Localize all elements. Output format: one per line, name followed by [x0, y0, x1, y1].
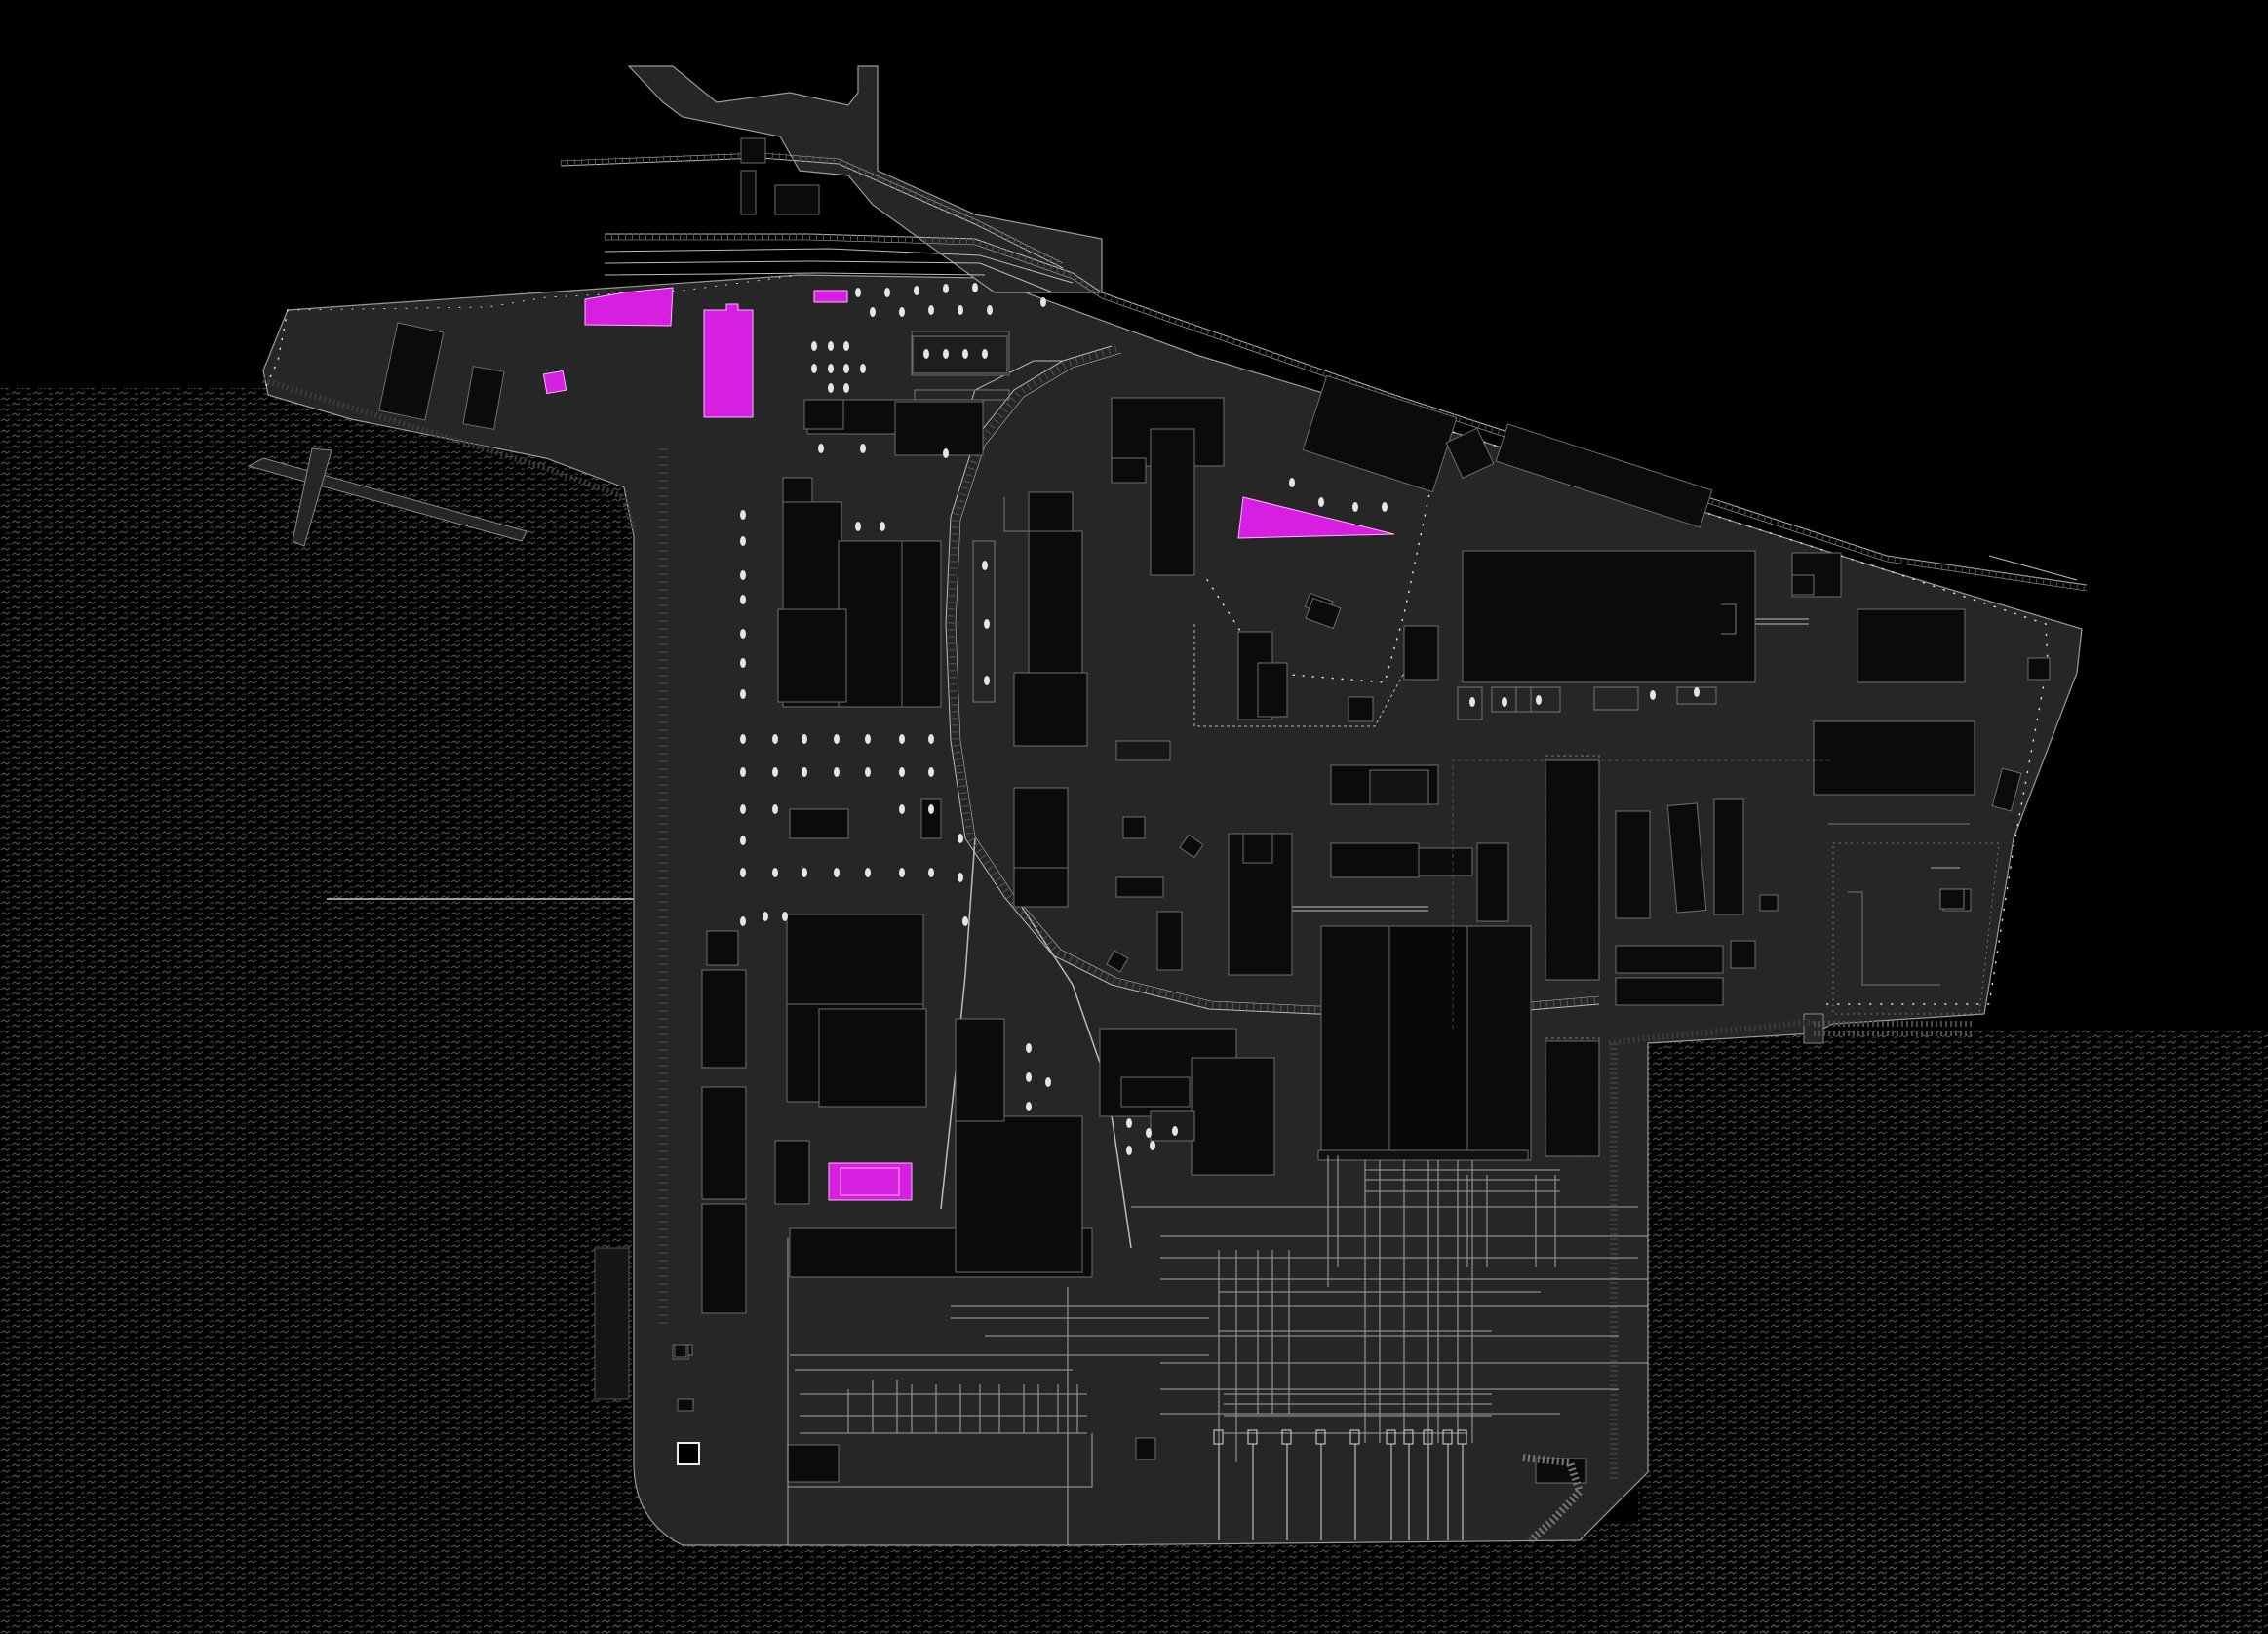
highlighted-building-1 [584, 287, 674, 327]
fence-line [264, 274, 2049, 1005]
highlighted-building-4 [813, 290, 848, 303]
highlighted-building-5 [1237, 496, 1395, 539]
highlighted-building-2 [703, 303, 754, 418]
quay-edges [262, 377, 1815, 1482]
highlighted-building-6 [828, 1162, 913, 1201]
quay-grid [787, 1155, 1648, 1545]
tree-icon [811, 283, 1700, 707]
tree-column-left [740, 510, 1178, 1155]
highlighted-building-3 [542, 370, 567, 395]
east-quay [1814, 867, 1975, 1036]
rail-ties [560, 151, 2088, 1014]
buildings [378, 137, 2051, 1484]
water [0, 388, 2268, 1634]
trees [740, 283, 1700, 1155]
outlines [912, 335, 2000, 1157]
berths [1213, 1429, 1584, 1543]
highlighted-buildings [542, 287, 1395, 1201]
